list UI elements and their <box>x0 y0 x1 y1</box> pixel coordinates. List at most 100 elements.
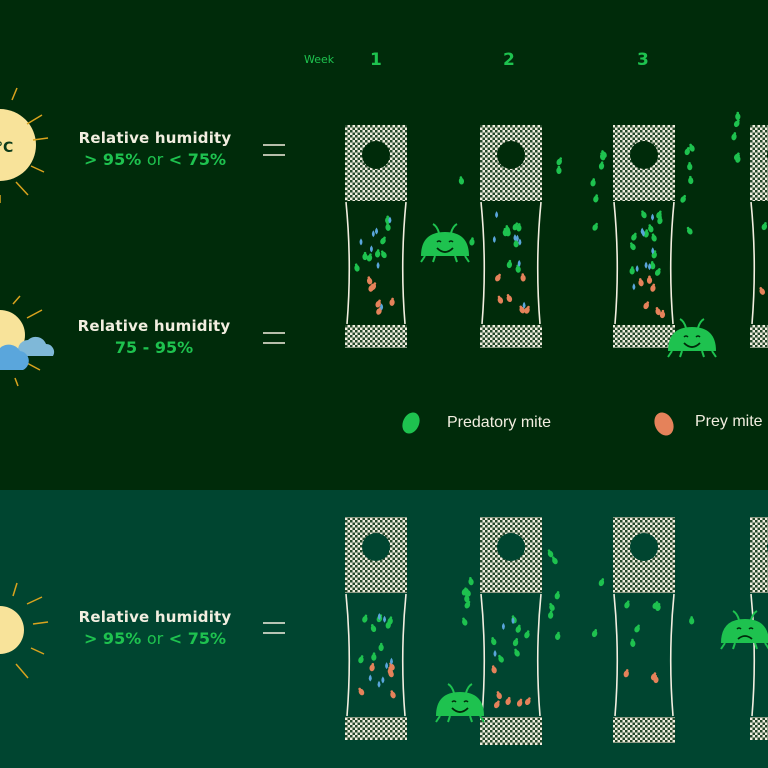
prey-mite-head <box>625 669 629 672</box>
predatory-mite-head <box>498 654 501 658</box>
sachet-hole <box>362 141 390 169</box>
predatory-mite-outside-body <box>689 145 695 152</box>
predatory-mite-outside-head <box>465 594 468 597</box>
water-drop-icon <box>640 227 644 235</box>
predatory-mite-head <box>645 229 648 232</box>
predatory-mite-outside-body <box>547 550 554 558</box>
mascot-mouth <box>737 635 753 640</box>
predatory-mite-outside-body <box>461 588 468 596</box>
prey-mite-head <box>648 275 651 279</box>
predatory-mite-outside-head <box>595 222 598 226</box>
prey-mite-head <box>528 697 531 700</box>
humidity-below: < 75% <box>168 629 227 648</box>
water-drop-icon <box>495 211 499 219</box>
prey-mite <box>623 669 629 678</box>
predatory-mite-head <box>515 222 519 226</box>
predatory-mite-body <box>366 254 373 262</box>
predatory-mite-body <box>624 601 630 609</box>
predatory-mite <box>648 224 654 233</box>
predatory-mite-outside-head <box>737 154 740 158</box>
prey-mite-body <box>759 288 765 295</box>
predatory-mite-body <box>641 211 647 219</box>
prey-mite-head <box>497 700 500 704</box>
sachet-bottom <box>750 717 768 740</box>
happy-mite-mascot-icon <box>420 223 470 263</box>
mascot-eyes <box>451 700 469 703</box>
sachet-bottom <box>613 717 675 743</box>
mascot-body <box>436 692 484 716</box>
water-drop-icon <box>375 227 379 235</box>
predatory-mite <box>514 648 520 657</box>
humidity-heading: Relative humidity <box>77 317 231 335</box>
prey-mite <box>366 276 373 285</box>
predatory-mite-outside-head <box>689 175 692 179</box>
predatory-mite <box>515 264 521 273</box>
predatory-mite-outside-head <box>595 194 598 197</box>
water-drop-icon <box>389 657 393 665</box>
prey-mite-body <box>643 302 649 310</box>
predatory-mite-outside-head <box>686 147 690 150</box>
predatory-mite-head <box>505 225 509 228</box>
predatory-mite-outside <box>689 616 695 625</box>
prey-mite-head <box>491 665 495 668</box>
predatory-mite-outside-head <box>686 226 690 230</box>
prey-mite-head <box>378 299 381 303</box>
water-drop-icon <box>368 674 372 682</box>
predatory-mite <box>515 624 521 633</box>
predatory-mite-head <box>383 236 386 240</box>
predatory-mite <box>652 601 659 609</box>
water-drop-icon <box>377 613 381 621</box>
predatory-mite-head <box>517 624 521 628</box>
predatory-mite-body <box>656 211 662 219</box>
sachet-hole <box>630 533 658 561</box>
predatory-mite-outside-head <box>556 591 560 594</box>
predatory-mite <box>491 637 497 646</box>
predatory-mite-body <box>513 240 519 248</box>
prey-mite <box>659 309 666 319</box>
sad-mite-mascot-icon <box>720 610 768 650</box>
predatory-mite-outside <box>461 587 468 596</box>
happy-mite-mascot-icon <box>667 318 717 358</box>
predatory-mite <box>506 259 513 269</box>
prey-mite <box>388 669 394 678</box>
prey-mite-head <box>759 286 763 290</box>
predatory-mite-outside-head <box>737 119 740 122</box>
sachet-bottom <box>750 325 768 348</box>
predatory-mite-outside <box>689 143 695 152</box>
sun-cloud-icon <box>0 295 55 387</box>
prey-mite <box>646 275 653 284</box>
predatory-mite-outside <box>592 222 598 231</box>
prey-mite-body <box>516 700 523 707</box>
prey-mite-body <box>646 277 653 284</box>
predatory-mite <box>385 620 391 629</box>
humidity-value: > 95% or < 75% <box>55 150 255 169</box>
predatory-mite <box>516 223 522 232</box>
predatory-mite-head <box>648 224 652 227</box>
week-2: 2 <box>503 50 515 70</box>
predatory-mite-head <box>653 250 657 253</box>
predatory-mite-head <box>376 249 380 252</box>
predatory-mite-outside-head <box>737 152 740 156</box>
week-3: 3 <box>637 50 649 70</box>
predatory-mite <box>654 268 661 276</box>
predatory-mite-body <box>378 644 384 652</box>
predatory-mite-body <box>515 626 521 633</box>
predatory-mite-head <box>655 601 659 604</box>
predatory-mite-outside-body <box>689 617 695 625</box>
predatory-mite <box>371 652 377 661</box>
prey-mite-head <box>527 305 530 309</box>
water-drop-icon <box>380 303 384 311</box>
water-drop-icon <box>522 301 526 309</box>
sachet-top <box>750 125 768 201</box>
predatory-mite-head <box>626 600 630 604</box>
prey-mite <box>655 307 661 316</box>
prey-mite-body <box>370 283 377 291</box>
predatory-mite <box>375 249 381 258</box>
predatory-mite-outside-head <box>557 631 560 635</box>
predatory-mite <box>366 253 373 262</box>
predatory-mite-outside-head <box>549 602 552 606</box>
predatory-mite-head <box>389 616 393 620</box>
predatory-mite-outside <box>731 132 737 141</box>
predatory-mite-head <box>515 638 518 641</box>
predatory-mite-outside <box>464 594 470 603</box>
